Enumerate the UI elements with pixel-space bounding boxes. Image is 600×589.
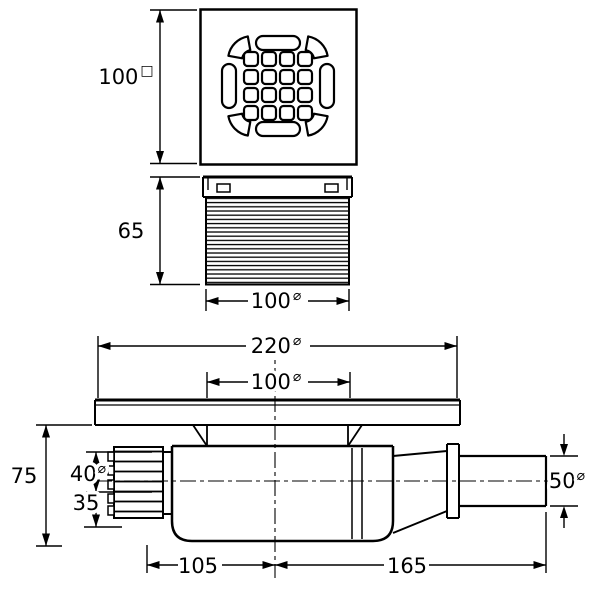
grate-slot-ring xyxy=(220,34,336,138)
trap-body xyxy=(170,444,395,543)
dim-insert-dia-label: 100⌀ xyxy=(251,288,302,313)
grate-clip-right xyxy=(324,183,339,193)
dim-dist-left-label: 105 xyxy=(178,554,218,578)
front-view-upper xyxy=(202,175,353,286)
dimension-labels: 100□ 65 100⌀ 220⌀ 100⌀ 75 40⌀ 35 50⌀ 105… xyxy=(7,60,589,582)
dim-frame-height-label: 65 xyxy=(118,219,145,243)
dim-dist-right-label: 165 xyxy=(387,554,427,578)
dim-flange-dia-label: 220⌀ xyxy=(251,333,302,358)
centerlines xyxy=(96,340,580,578)
dim-inlet-drop-label: 35 xyxy=(73,491,100,515)
ribbed-nut xyxy=(113,446,164,519)
dim-inlet-dia-label: 40⌀ xyxy=(70,461,107,486)
outlet-assembly xyxy=(392,443,548,534)
dim-height-label: 75 xyxy=(11,464,38,488)
flange xyxy=(94,398,461,447)
ribbed-body xyxy=(205,196,350,286)
dim-body-dia-label: 100⌀ xyxy=(251,369,302,394)
dim-outlet-dia-label: 50⌀ xyxy=(549,468,586,493)
top-view-grate xyxy=(199,8,358,166)
dimension-lines xyxy=(36,9,578,573)
inlet-connector xyxy=(107,446,173,519)
section-view-assembly xyxy=(94,398,548,543)
grate-clip-left xyxy=(216,183,231,193)
dim-grate-size-label: 100□ xyxy=(98,63,153,89)
